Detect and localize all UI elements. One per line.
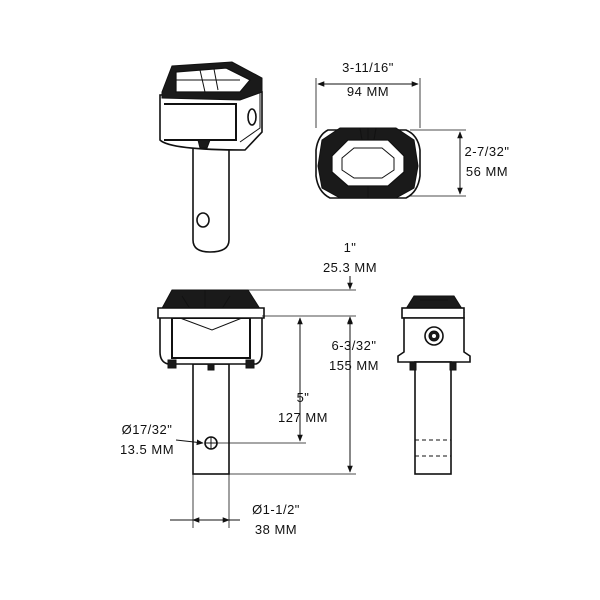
tube-diameter-imperial: Ø1-1/2": [252, 502, 300, 517]
overall-height-metric: 155 MM: [329, 358, 379, 373]
hole-diameter-metric: 13.5 MM: [120, 442, 174, 457]
hole-diameter-imperial: Ø17/32": [122, 422, 173, 437]
top-width-metric: 94 MM: [347, 84, 389, 99]
side-view: [397, 295, 471, 475]
top-view: [315, 78, 466, 199]
overall-height-imperial: 6-3/32": [332, 338, 377, 353]
cap-height-imperial: 1": [344, 240, 357, 255]
top-width-imperial: 3-11/16": [342, 60, 394, 75]
cap-height-metric: 25.3 MM: [323, 260, 377, 275]
top-height-imperial: 2-7/32": [465, 144, 510, 159]
hole-position-metric: 127 MM: [278, 410, 328, 425]
isometric-view: [159, 61, 263, 253]
hole-position-imperial: 5": [297, 390, 310, 405]
tube-diameter-metric: 38 MM: [255, 522, 297, 537]
iso-hole: [196, 212, 210, 228]
front-view: [157, 276, 356, 528]
top-height-metric: 56 MM: [466, 164, 508, 179]
